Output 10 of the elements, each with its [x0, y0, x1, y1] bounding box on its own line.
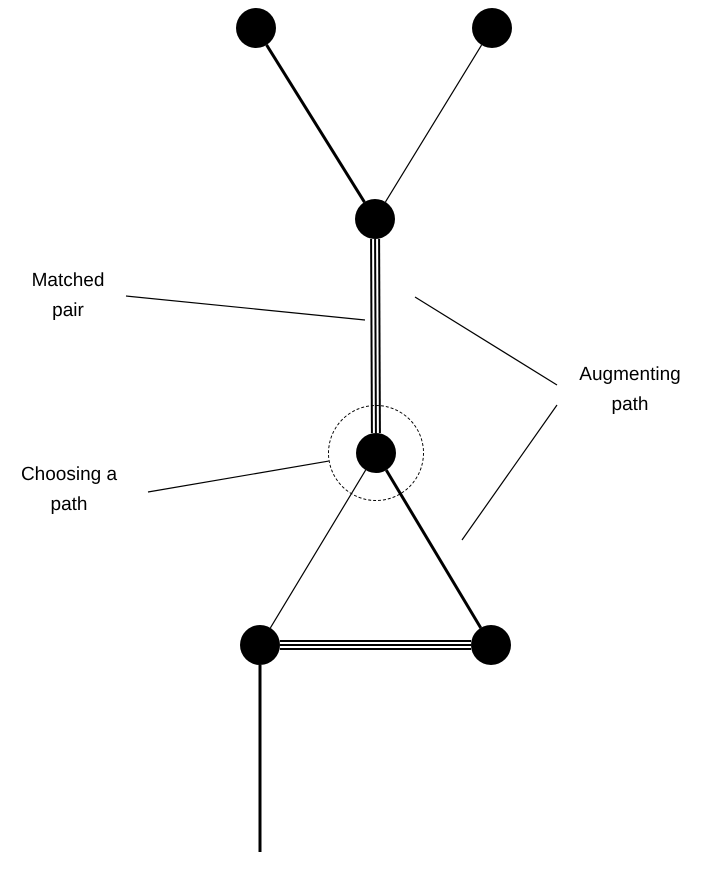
annotation-label: Augmenting path — [560, 360, 700, 422]
annotation-label: Matched pair — [20, 266, 116, 328]
annotation-label: Choosing a path — [14, 460, 124, 522]
dashed-circle — [328, 405, 424, 501]
graph-vertex — [472, 8, 512, 48]
graph-vertex — [471, 625, 511, 665]
graph-vertex — [236, 8, 276, 48]
graph-vertex — [240, 625, 280, 665]
graph-vertex — [356, 432, 396, 472]
graph-vertex — [355, 199, 395, 239]
